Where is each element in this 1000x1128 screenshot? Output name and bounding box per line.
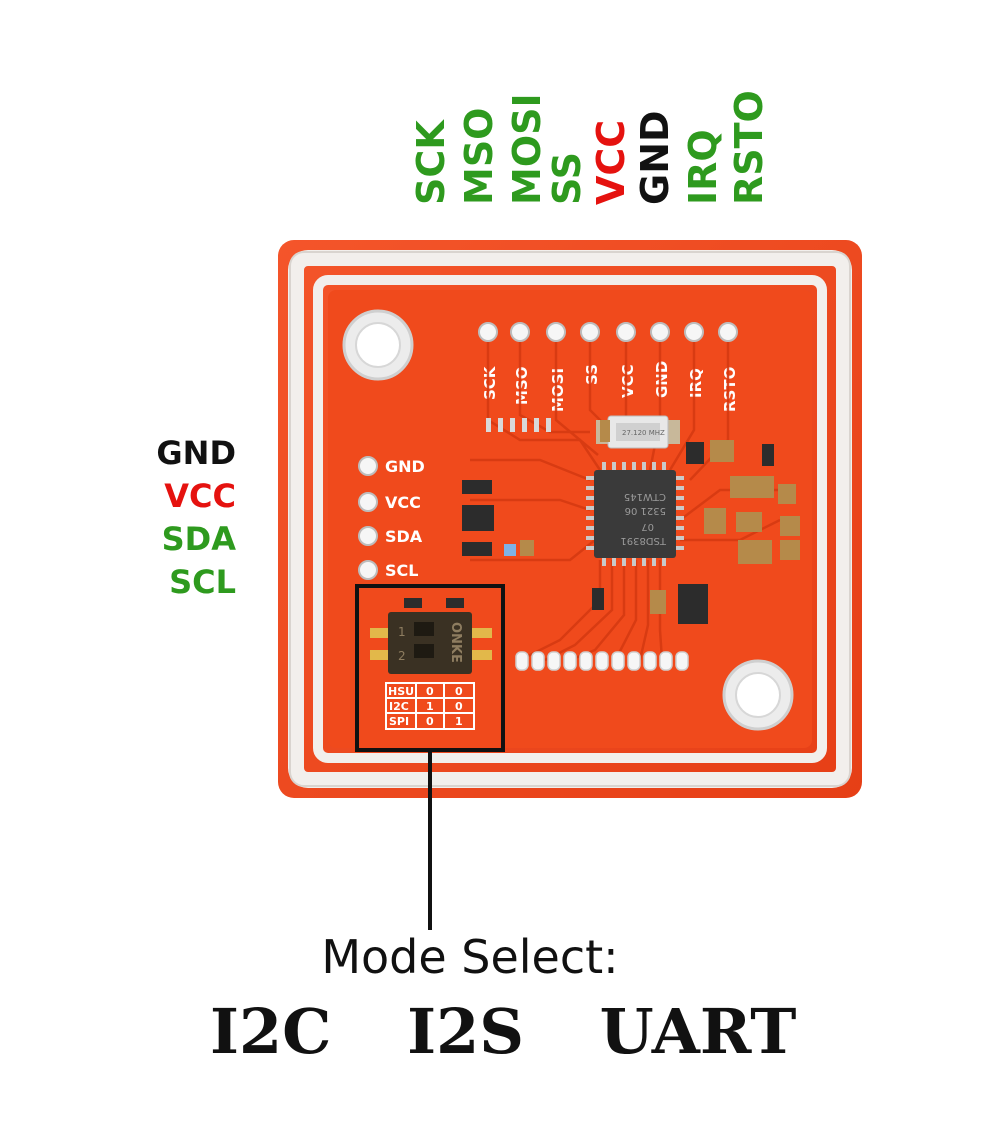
silk-ss: SS [583,364,601,385]
silk-mso: MSO [513,367,531,405]
mode-option-i2c: I2C [210,995,332,1068]
mode-option-uart: UART [599,995,797,1068]
top-header-pads [478,322,738,342]
svg-text:I2C: I2C [389,700,409,713]
dip-switch: 1 2 ONKE [370,598,492,674]
bottom-pad-row [515,651,689,671]
chip-text-3: 5321 06 [625,505,666,516]
silk-rsto: RSTO [721,367,739,412]
side-pin-label-scl: SCL [169,563,236,601]
silk-side-scl: SCL [385,561,418,580]
switch-brand: ONKE [448,622,463,663]
silk-irq: IRQ [687,368,705,398]
top-silkscreen: SCK MSO MOSI SS VCC GND IRQ RSTO [481,361,739,412]
mode-table [385,682,475,730]
svg-text:SPI: SPI [389,715,409,728]
side-pin-label-vcc: VCC [164,477,236,515]
svg-text:1: 1 [426,700,434,713]
mode-select-title: Mode Select: [321,930,619,984]
side-header-pads [358,456,378,580]
silk-side-sda: SDA [385,527,423,546]
antenna-trace-inner [313,275,827,763]
svg-text:27.120 MHZ: 27.120 MHZ [622,429,665,437]
svg-text:0: 0 [455,685,463,698]
silk-side-gnd: GND [385,457,425,476]
mounting-hole-bottom-right [722,659,794,731]
svg-text:0: 0 [455,700,463,713]
mode-option-i2s: I2S [407,995,525,1068]
chip-text-4: CTW145 [624,491,666,502]
silk-sck: SCK [481,365,499,400]
svg-text:HSU: HSU [388,685,414,698]
silk-vcc: VCC [619,364,637,398]
silk-side-vcc: VCC [385,493,421,512]
svg-text:0: 0 [426,715,434,728]
pn532-chip: TSD8391 07 5321 06 CTW145 [586,462,684,566]
mounting-hole-top-left [342,309,414,381]
side-pin-label-sda: SDA [161,520,236,558]
side-silkscreen: GND VCC SDA SCL [385,457,425,580]
smd-components [462,418,800,624]
chip-text-1: TSD8391 [620,535,667,546]
svg-text:0: 0 [426,685,434,698]
mode-select-options: I2C I2S UART [210,995,850,1068]
side-pin-label-gnd: GND [156,434,236,472]
silk-gnd: GND [653,361,671,398]
svg-text:1: 1 [455,715,463,728]
chip-text-2: 07 [641,521,654,532]
svg-text:1: 1 [398,625,406,639]
mode-table-text: HSU 0 0 I2C 1 0 SPI 0 1 [388,685,463,728]
svg-text:2: 2 [398,649,406,663]
antenna-trace-outer [288,250,852,788]
silk-mosi: MOSI [549,368,567,412]
